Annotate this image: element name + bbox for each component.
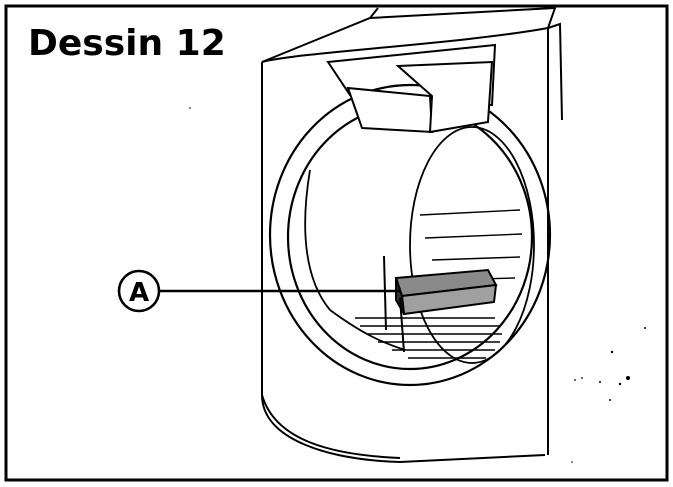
figure-title: Dessin 12 [28, 23, 226, 64]
scan-speckles [189, 107, 646, 463]
callout-circle [117, 269, 161, 313]
figure-border [4, 4, 669, 482]
dryer-flaps [326, 43, 497, 134]
dryer-drum [304, 126, 535, 364]
filter-slot [383, 255, 405, 353]
callout-label: A [129, 278, 149, 308]
lint-filter [394, 268, 498, 316]
dryer-cabinet [261, 27, 549, 464]
